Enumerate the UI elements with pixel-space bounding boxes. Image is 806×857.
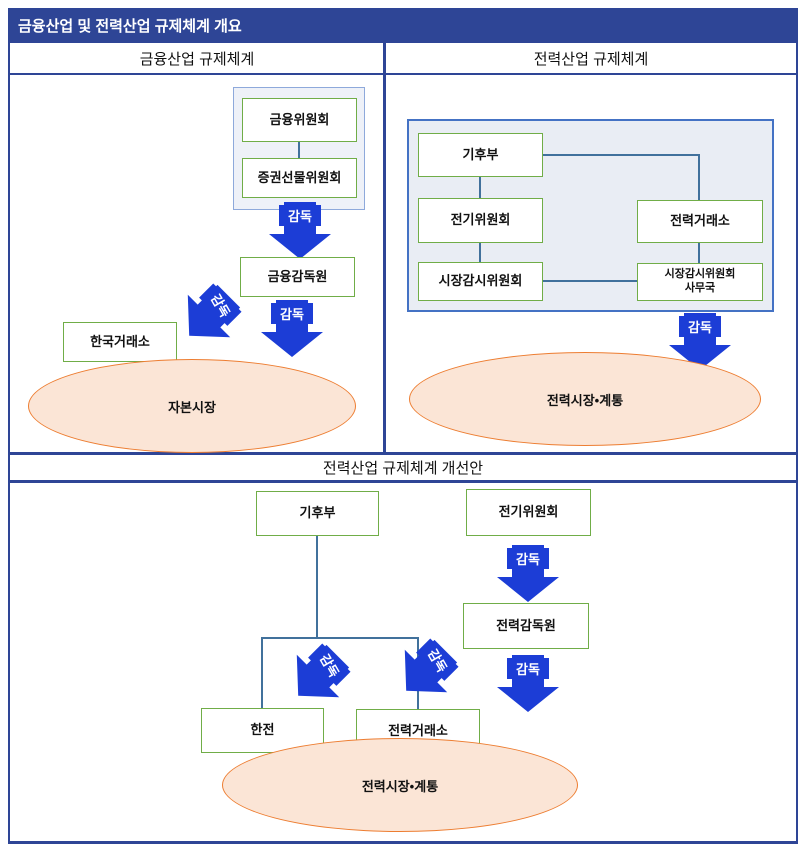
svg-text:감독: 감독 (516, 552, 540, 567)
power-supervisory-service-box: 전력감독원 (463, 603, 589, 649)
svg-text:감독: 감독 (688, 320, 712, 335)
supervision-arrow-diagonal-icon: 감독 (187, 283, 242, 338)
bottom-border (8, 841, 798, 844)
electricity-committee-box: 전기위원회 (418, 198, 543, 243)
section-divider (8, 452, 798, 455)
connector-line (298, 142, 300, 158)
electricity-committee-box-improved: 전기위원회 (466, 489, 591, 536)
left-border (8, 8, 10, 844)
connector-line (479, 177, 481, 198)
left-column-header: 금융산업 규제체계 (10, 43, 384, 73)
sfc-box: 증권선물위원회 (242, 158, 357, 198)
supervision-arrow-diagonal-icon: 감독 (404, 638, 459, 693)
power-market-ellipse: 전력시장•계통 (409, 352, 761, 446)
svg-text:감독: 감독 (288, 209, 312, 224)
power-market-ellipse-improved: 전력시장•계통 (222, 738, 578, 832)
supervision-arrow-down-icon: 감독 (497, 655, 559, 712)
fss-box: 금융감독원 (240, 257, 355, 297)
svg-text:감독: 감독 (280, 307, 304, 322)
climate-ministry-box-improved: 기후부 (256, 491, 379, 536)
connector-line (261, 637, 418, 639)
supervision-arrow-down-icon: 감독 (269, 202, 331, 259)
right-column-header: 전력산업 규제체계 (386, 43, 796, 73)
supervision-arrow-down-icon: 감독 (497, 545, 559, 602)
connector-line (698, 243, 700, 263)
msc-secretariat-box: 시장감시위원회 사무국 (637, 263, 763, 301)
supervision-arrow-down-icon: 감독 (669, 313, 731, 370)
header-row-divider (8, 73, 798, 75)
market-surveillance-committee-box: 시장감시위원회 (418, 262, 543, 301)
fsc-box: 금융위원회 (242, 98, 357, 142)
column-divider (383, 43, 386, 453)
supervision-arrow-down-icon: 감독 (261, 300, 323, 357)
connector-line (698, 154, 700, 200)
connector-line (479, 243, 481, 262)
capital-market-ellipse: 자본시장 (28, 359, 356, 453)
page-title: 금융산업 및 전력산업 규제체계 개요 (8, 8, 798, 43)
climate-ministry-box: 기후부 (418, 133, 543, 177)
connector-line (316, 536, 318, 638)
connector-line (543, 154, 700, 156)
right-border (796, 8, 798, 844)
kpx-box: 전력거래소 (637, 200, 763, 243)
svg-text:감독: 감독 (516, 662, 540, 677)
connector-line (261, 637, 263, 708)
krx-box: 한국거래소 (63, 322, 177, 362)
supervision-arrow-diagonal-icon: 감독 (296, 643, 351, 698)
connector-line (543, 280, 637, 282)
improvement-section-header: 전력산업 규제체계 개선안 (8, 455, 798, 480)
improvement-header-divider (8, 480, 798, 483)
